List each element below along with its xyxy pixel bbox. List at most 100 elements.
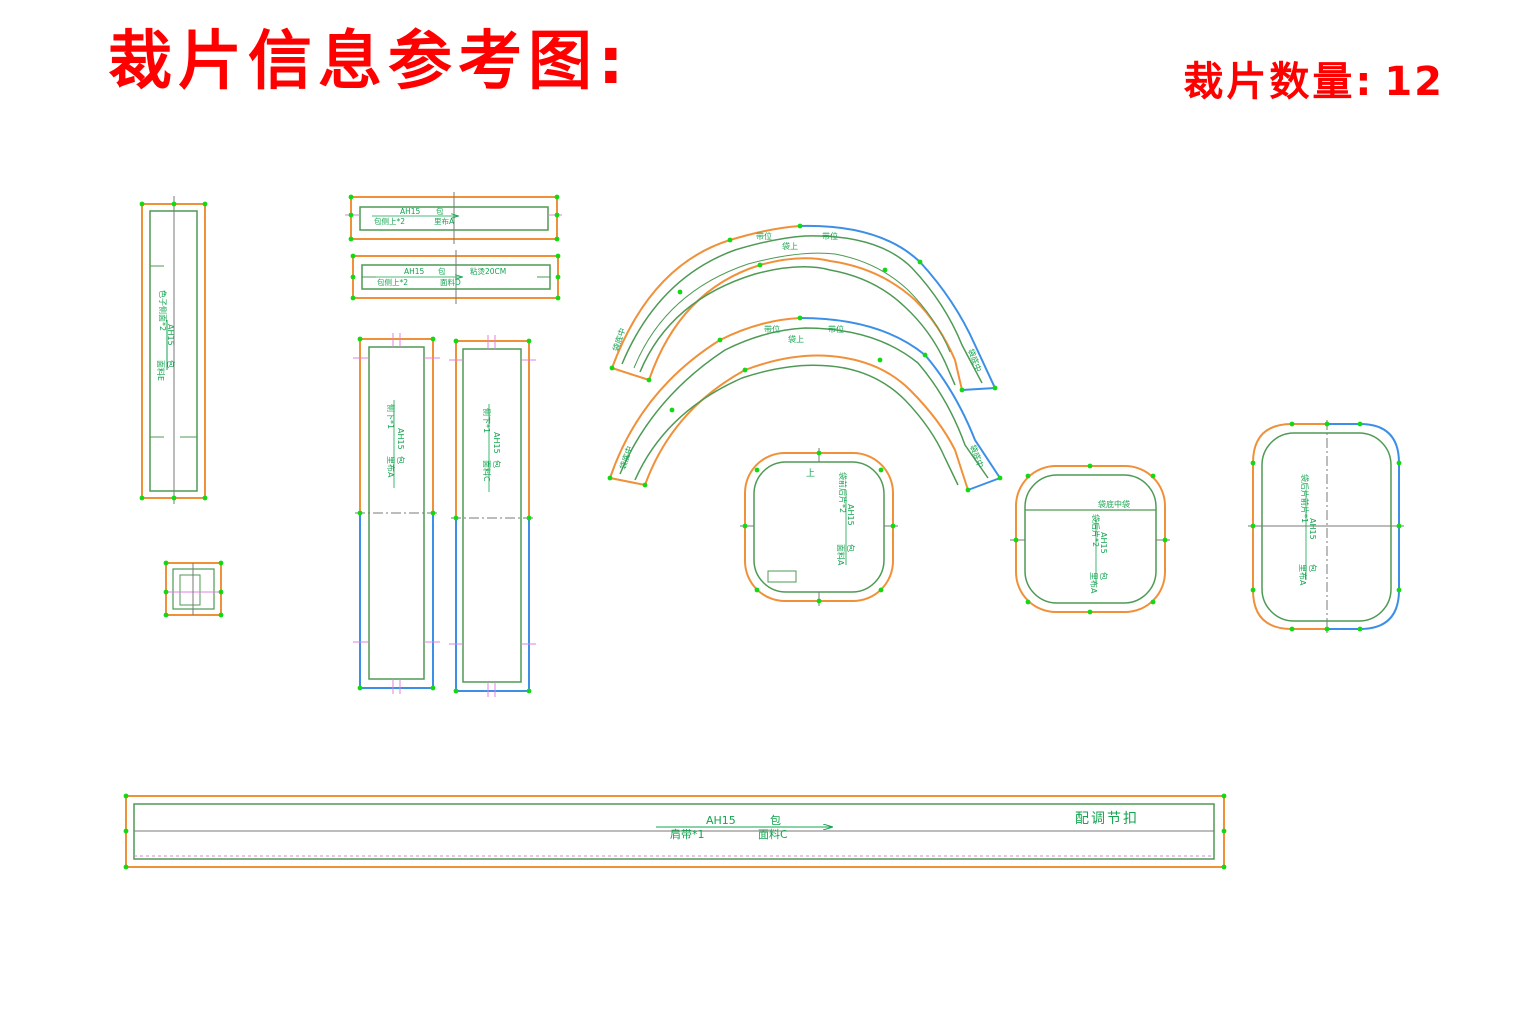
vertex-point bbox=[642, 482, 648, 488]
label: 袋前后片*2 bbox=[838, 472, 848, 513]
vertex-point bbox=[1357, 421, 1363, 427]
label: 里布A bbox=[1089, 572, 1099, 594]
label: 袋后片*2 bbox=[1091, 514, 1101, 547]
label: 色子侧面*2 bbox=[158, 290, 168, 331]
vertex-point bbox=[1162, 537, 1168, 543]
vertex-point bbox=[878, 467, 884, 473]
vertex-point bbox=[727, 237, 733, 243]
vertex-point bbox=[917, 259, 923, 265]
piece-count-value: 12 bbox=[1384, 59, 1444, 105]
vertex-point bbox=[1289, 626, 1295, 632]
label: 里布A bbox=[434, 216, 455, 226]
vertex-point bbox=[1087, 609, 1093, 615]
vertex-point bbox=[139, 495, 145, 501]
vertex-point bbox=[742, 367, 748, 373]
label: 面料C bbox=[482, 460, 492, 482]
vertex-point bbox=[922, 352, 928, 358]
label: 袋底中 bbox=[968, 443, 986, 469]
label: 里布A bbox=[386, 456, 396, 478]
vertex-point bbox=[123, 828, 129, 834]
label: 包 bbox=[436, 206, 444, 216]
vertex-point bbox=[171, 495, 177, 501]
vertex-point bbox=[453, 515, 459, 521]
vertex-point bbox=[430, 510, 436, 516]
piece-gusset-arc-lower: 带位 带位 袋上 袋底中 袋底中 bbox=[609, 317, 1001, 491]
label: 包 bbox=[846, 544, 856, 552]
label: AH15 bbox=[706, 814, 736, 827]
vertex-point bbox=[754, 467, 760, 473]
vertex-point bbox=[1250, 587, 1256, 593]
label: AH15 bbox=[396, 428, 405, 450]
vertex-point bbox=[742, 523, 748, 529]
vertex-point bbox=[171, 201, 177, 207]
vertex-point bbox=[555, 295, 561, 301]
vertex-point bbox=[123, 793, 129, 799]
vertex-point bbox=[430, 336, 436, 342]
label: 带位 bbox=[764, 324, 780, 334]
label: 包 bbox=[396, 456, 406, 464]
vertex-point bbox=[1357, 626, 1363, 632]
vertex-point bbox=[202, 495, 208, 501]
label: 上 bbox=[806, 468, 815, 479]
label: AH15 bbox=[1099, 532, 1108, 554]
vertex-point bbox=[554, 236, 560, 242]
piece-back-lining: 袋底中袋 袋后片*2 AH15 包 里布A bbox=[1010, 465, 1170, 613]
vertex-point bbox=[1250, 460, 1256, 466]
label: 配调节扣 bbox=[1075, 811, 1139, 827]
piece-shoulder-strap: AH15 包 肩带*1 面料C 配调节扣 bbox=[125, 795, 1225, 868]
piece-side-top-lining: AH15 包 包侧上*2 里布A bbox=[345, 192, 562, 244]
vertex-point bbox=[163, 612, 169, 618]
vertex-point bbox=[526, 338, 532, 344]
vertex-point bbox=[1025, 599, 1031, 605]
vertex-point bbox=[1289, 421, 1295, 427]
label: 包 bbox=[1099, 572, 1109, 580]
label: 侧下*1 bbox=[482, 408, 492, 433]
vertex-point bbox=[797, 315, 803, 321]
label: 侧下*1 bbox=[386, 404, 396, 429]
vertex-point bbox=[609, 365, 615, 371]
label: 袋上 bbox=[788, 334, 804, 344]
vertex-point bbox=[1396, 523, 1402, 529]
label: AH15 bbox=[1308, 518, 1317, 540]
vertex-point bbox=[453, 688, 459, 694]
vertex-point bbox=[816, 450, 822, 456]
vertex-point bbox=[357, 510, 363, 516]
vertex-point bbox=[1396, 460, 1402, 466]
piece-count: 裁片数量:12 bbox=[1183, 62, 1444, 102]
piece-front-back-face: 上 袋前后片*2 AH15 包 面料A bbox=[740, 448, 898, 606]
label: 袋上 bbox=[782, 241, 798, 251]
vertex-point bbox=[123, 864, 129, 870]
vertex-point bbox=[992, 385, 998, 391]
vertex-point bbox=[1324, 421, 1330, 427]
label: AH15 bbox=[846, 504, 855, 526]
vertex-point bbox=[1221, 793, 1227, 799]
vertex-point bbox=[350, 253, 356, 259]
vertex-point bbox=[877, 357, 883, 363]
vertex-point bbox=[882, 267, 888, 273]
vertex-point bbox=[1013, 537, 1019, 543]
label: AH15 bbox=[404, 267, 425, 276]
vertex-point bbox=[1324, 626, 1330, 632]
vertex-point bbox=[1250, 523, 1256, 529]
vertex-point bbox=[526, 688, 532, 694]
label: 包侧上*2 bbox=[377, 277, 408, 287]
vertex-point bbox=[1087, 463, 1093, 469]
vertex-point bbox=[1150, 599, 1156, 605]
vertex-points bbox=[123, 194, 1402, 870]
vertex-point bbox=[554, 194, 560, 200]
vertex-point bbox=[350, 295, 356, 301]
vertex-point bbox=[357, 336, 363, 342]
vertex-point bbox=[555, 253, 561, 259]
vertex-point bbox=[430, 685, 436, 691]
label: 里布A bbox=[1298, 564, 1308, 586]
vertex-point bbox=[163, 589, 169, 595]
vertex-point bbox=[218, 589, 224, 595]
vertex-point bbox=[1025, 473, 1031, 479]
vertex-point bbox=[218, 560, 224, 566]
vertex-point bbox=[797, 223, 803, 229]
label: 包 bbox=[1308, 564, 1318, 572]
piece-side-bottom-lining: 侧下*1 AH15 包 里布A bbox=[353, 333, 440, 694]
vertex-point bbox=[163, 560, 169, 566]
page-title: 裁片信息参考图: bbox=[108, 25, 630, 99]
vertex-point bbox=[717, 337, 723, 343]
